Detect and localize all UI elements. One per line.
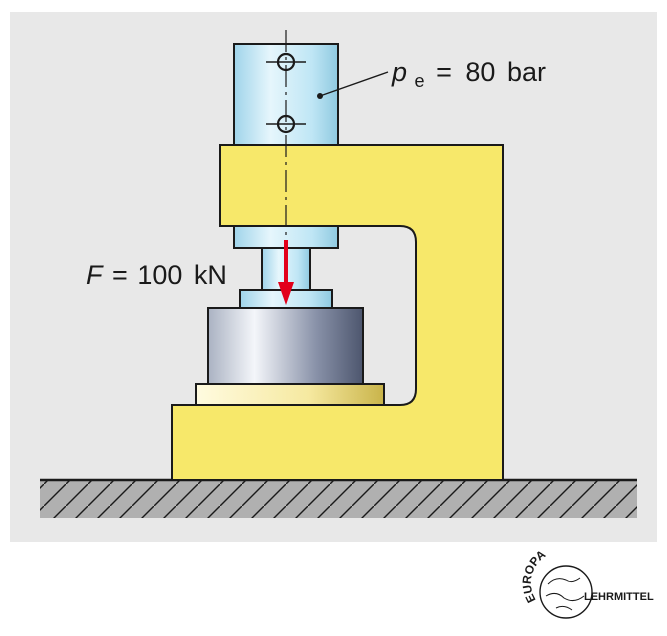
logo-bottom-text: LEHRMITTEL (584, 591, 654, 603)
pressure-value: 80 (465, 57, 495, 87)
force-unit: kN (194, 260, 227, 290)
pressure-subscript: e (415, 71, 425, 91)
pressure-equals: = (436, 57, 452, 87)
force-label: F = 100 kN (86, 260, 227, 290)
workpiece (207, 307, 364, 385)
pressure-unit: bar (507, 57, 546, 87)
force-equals: = (112, 260, 128, 290)
mounting-bolt-top (266, 52, 306, 72)
ground (40, 478, 637, 518)
europa-lehrmittel-logo: EUROPA LEHRMITTEL (520, 547, 654, 619)
base-plate (195, 383, 385, 406)
force-symbol: F (86, 260, 104, 290)
force-value: 100 (137, 260, 182, 290)
pressure-label: p e = 80 bar (391, 57, 546, 93)
force-arrow (278, 240, 294, 305)
mounting-bolt-bottom (266, 114, 306, 134)
pressure-leader (317, 71, 389, 99)
pressure-symbol: p (391, 57, 407, 87)
